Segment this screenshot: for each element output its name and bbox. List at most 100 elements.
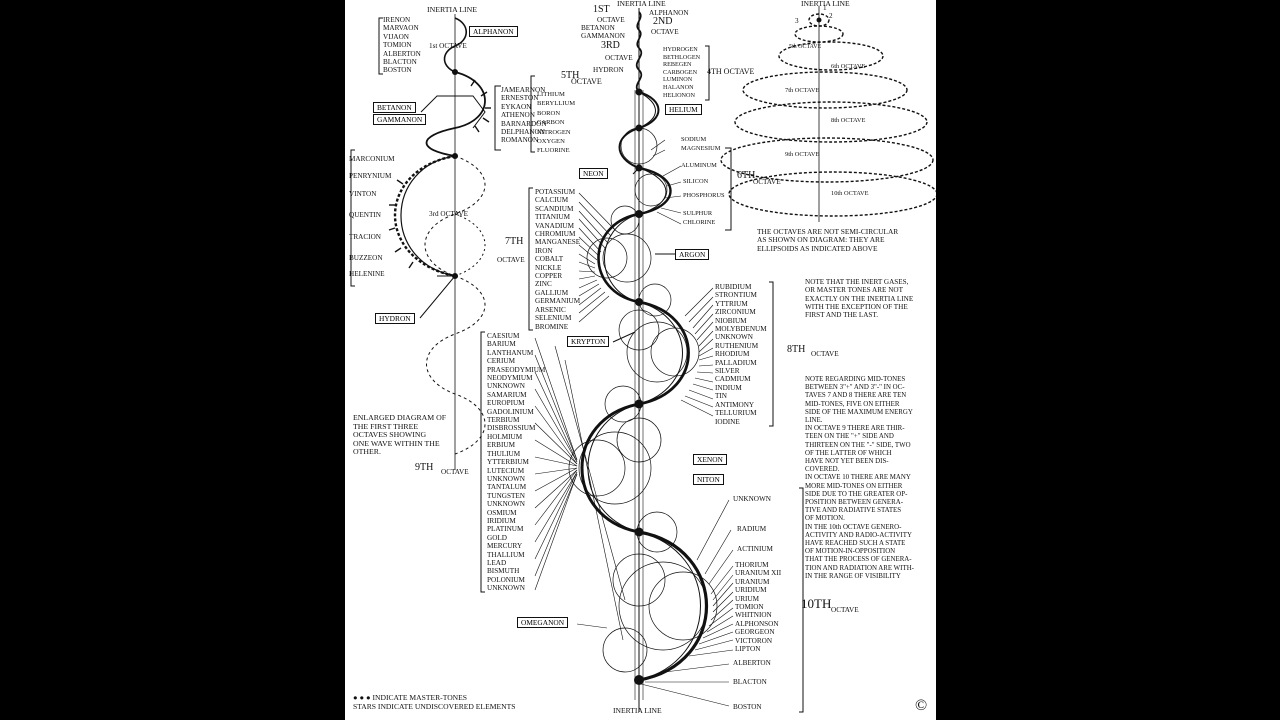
right-caption: THE OCTAVES ARE NOT SEMI-CIRCULAR AS SHO… (757, 227, 899, 253)
element-label: VINTON (349, 190, 377, 198)
octave-ellipse-label: 9th OCTAVE (785, 151, 820, 158)
num-label: 1 (823, 4, 827, 12)
element-label: POLONIUM (487, 575, 525, 584)
omeganon-box: OMEGANON (517, 617, 569, 628)
element-label: ALPHONSON (735, 619, 779, 628)
octave-label: OCTAVE (497, 256, 525, 264)
octave-label: OCTAVE (651, 28, 679, 36)
note-mid-tones: NOTE REGARDING MID-TONES BETWEEN 3"+" AN… (805, 376, 914, 580)
element-label: NEODYMIUM (487, 374, 533, 383)
element-label: BLACTON (383, 58, 417, 67)
element-label: COBALT (535, 255, 564, 264)
element-label: MARVAON (383, 24, 419, 33)
element-label: BERYLLIUM (537, 100, 576, 108)
element-label: HOLMIUM (487, 432, 523, 441)
element-label: CAESIUM (487, 332, 520, 340)
element-label: URANIUM (735, 577, 770, 586)
element-label: EUROPIUM (487, 399, 525, 408)
element-label: MANGANESE (535, 238, 581, 247)
element-label: TRACION (349, 233, 381, 241)
betanon-box: BETANON (373, 102, 416, 113)
eighth-octave-center: 8TH (787, 344, 806, 355)
element-label: BARNARDON (501, 119, 547, 128)
element-label: LITHIUM (537, 91, 565, 98)
element-label: HELENINE (349, 270, 385, 278)
first-octave-label: 1st OCTAVE (429, 42, 467, 50)
octave-ellipse-label: 6th OCTAVE (831, 63, 866, 70)
niton-box: NITON (693, 474, 724, 485)
element-label: CALCIUM (535, 196, 569, 205)
element-label: SELENIUM (535, 314, 572, 323)
element-label: NITROGEN (537, 128, 571, 136)
element-label: ALPHANON (649, 9, 689, 17)
element-label: BETANON (581, 24, 615, 32)
element-label: CHROMIUM (535, 230, 576, 239)
element-label: GAMMANON (581, 32, 625, 40)
element-label: QUENTIN (349, 211, 381, 219)
sixth-octave-center: 6TH (737, 170, 756, 181)
element-label: CERIUM (487, 357, 515, 366)
element-label: TANTALUM (487, 483, 527, 492)
inertia-line-label-right: INERTIA LINE (801, 0, 850, 8)
element-label: UNKNOWN (715, 333, 753, 342)
element-label: TUNGSTEN (487, 491, 525, 500)
element-label: MARCONIUM (349, 155, 395, 163)
element-label: MAGNESIUM (681, 145, 721, 152)
element-label: YTTERBIUM (487, 458, 529, 467)
element-label: NICKLE (535, 263, 562, 272)
helium-box: HELIUM (665, 104, 702, 115)
inertia-line-label-center: INERTIA LINE (617, 0, 666, 8)
element-label: BROMINE (535, 322, 569, 331)
element-label: URANIUM XII (735, 569, 782, 578)
element-label: UNKNOWN (487, 500, 525, 509)
element-label: VIJAON (383, 32, 409, 41)
second-octave-center: 2ND (653, 16, 673, 27)
element-label: GERMANIUM (535, 297, 581, 306)
element-label: WHITNION (735, 611, 772, 620)
element-label: SCANDIUM (535, 204, 574, 213)
element-label: REBEGEN (663, 61, 692, 69)
element-label: TOMION (735, 603, 764, 612)
element-label: SILICON (683, 178, 709, 185)
octave-label: OCTAVE (831, 606, 859, 614)
element-label: PALLADIUM (715, 358, 757, 367)
element-label: VICTORON (735, 636, 773, 645)
gammanon-box: GAMMANON (373, 114, 427, 125)
inertia-line-label-bottom: INERTIA LINE (613, 706, 662, 715)
element-label: IRON (535, 246, 553, 255)
element-label: PLATINUM (487, 525, 524, 534)
element-label: CHLORINE (683, 219, 716, 226)
octave-label: OCTAVE (441, 468, 469, 476)
element-label: CADMIUM (715, 375, 751, 384)
element-label: SILVER (715, 367, 740, 376)
eighth-octave-group: RUBIDIUM STRONTIUM YTTRIUM ZIRCONIUM NIO… (715, 283, 767, 426)
element-label: IRIDIUM (487, 516, 516, 525)
element-label: IODINE (715, 417, 740, 426)
first-octave-center: 1ST (593, 4, 610, 15)
alphanon-box: ALPHANON (469, 26, 518, 37)
seventh-octave-group: POTASSIUM CALCIUM SCANDIUM TITANIUM VANA… (535, 188, 580, 331)
note-inert-gases: NOTE THAT THE INERT GASES, OR MASTER TON… (805, 278, 914, 320)
inertia-line-label-left: INERTIA LINE (427, 5, 477, 14)
element-label: GALLIUM (535, 288, 569, 297)
third-octave-label: 3rd OCTAVE (429, 210, 469, 218)
element-label: ERNESTON (501, 94, 539, 103)
diagram-page: INERTIA LINE IRENON MARVAON VIJAON TOMIO… (345, 0, 936, 720)
seventh-octave-center: 7TH (505, 236, 524, 247)
element-label: BOSTON (383, 66, 412, 75)
element-label: THALLIUM (487, 550, 525, 559)
copyright-icon: © (915, 697, 928, 714)
element-label: RADIUM (737, 525, 767, 533)
element-label: CARBON (537, 119, 565, 127)
element-label: JAMEARNON (501, 86, 546, 94)
fourth-octave-label: 4TH OCTAVE (707, 67, 755, 76)
octave-label: OCTAVE (753, 178, 781, 186)
element-label: MERCURY (487, 542, 523, 551)
element-label: LIPTON (735, 645, 761, 654)
element-label: STRONTIUM (715, 291, 757, 300)
element-label: BUZZEON (349, 254, 383, 262)
element-label: UNKNOWN (733, 495, 771, 503)
element-label: PRASEODYMIUM (487, 365, 546, 374)
element-label: TOMION (383, 41, 412, 50)
element-label: NIOBIUM (715, 316, 747, 325)
